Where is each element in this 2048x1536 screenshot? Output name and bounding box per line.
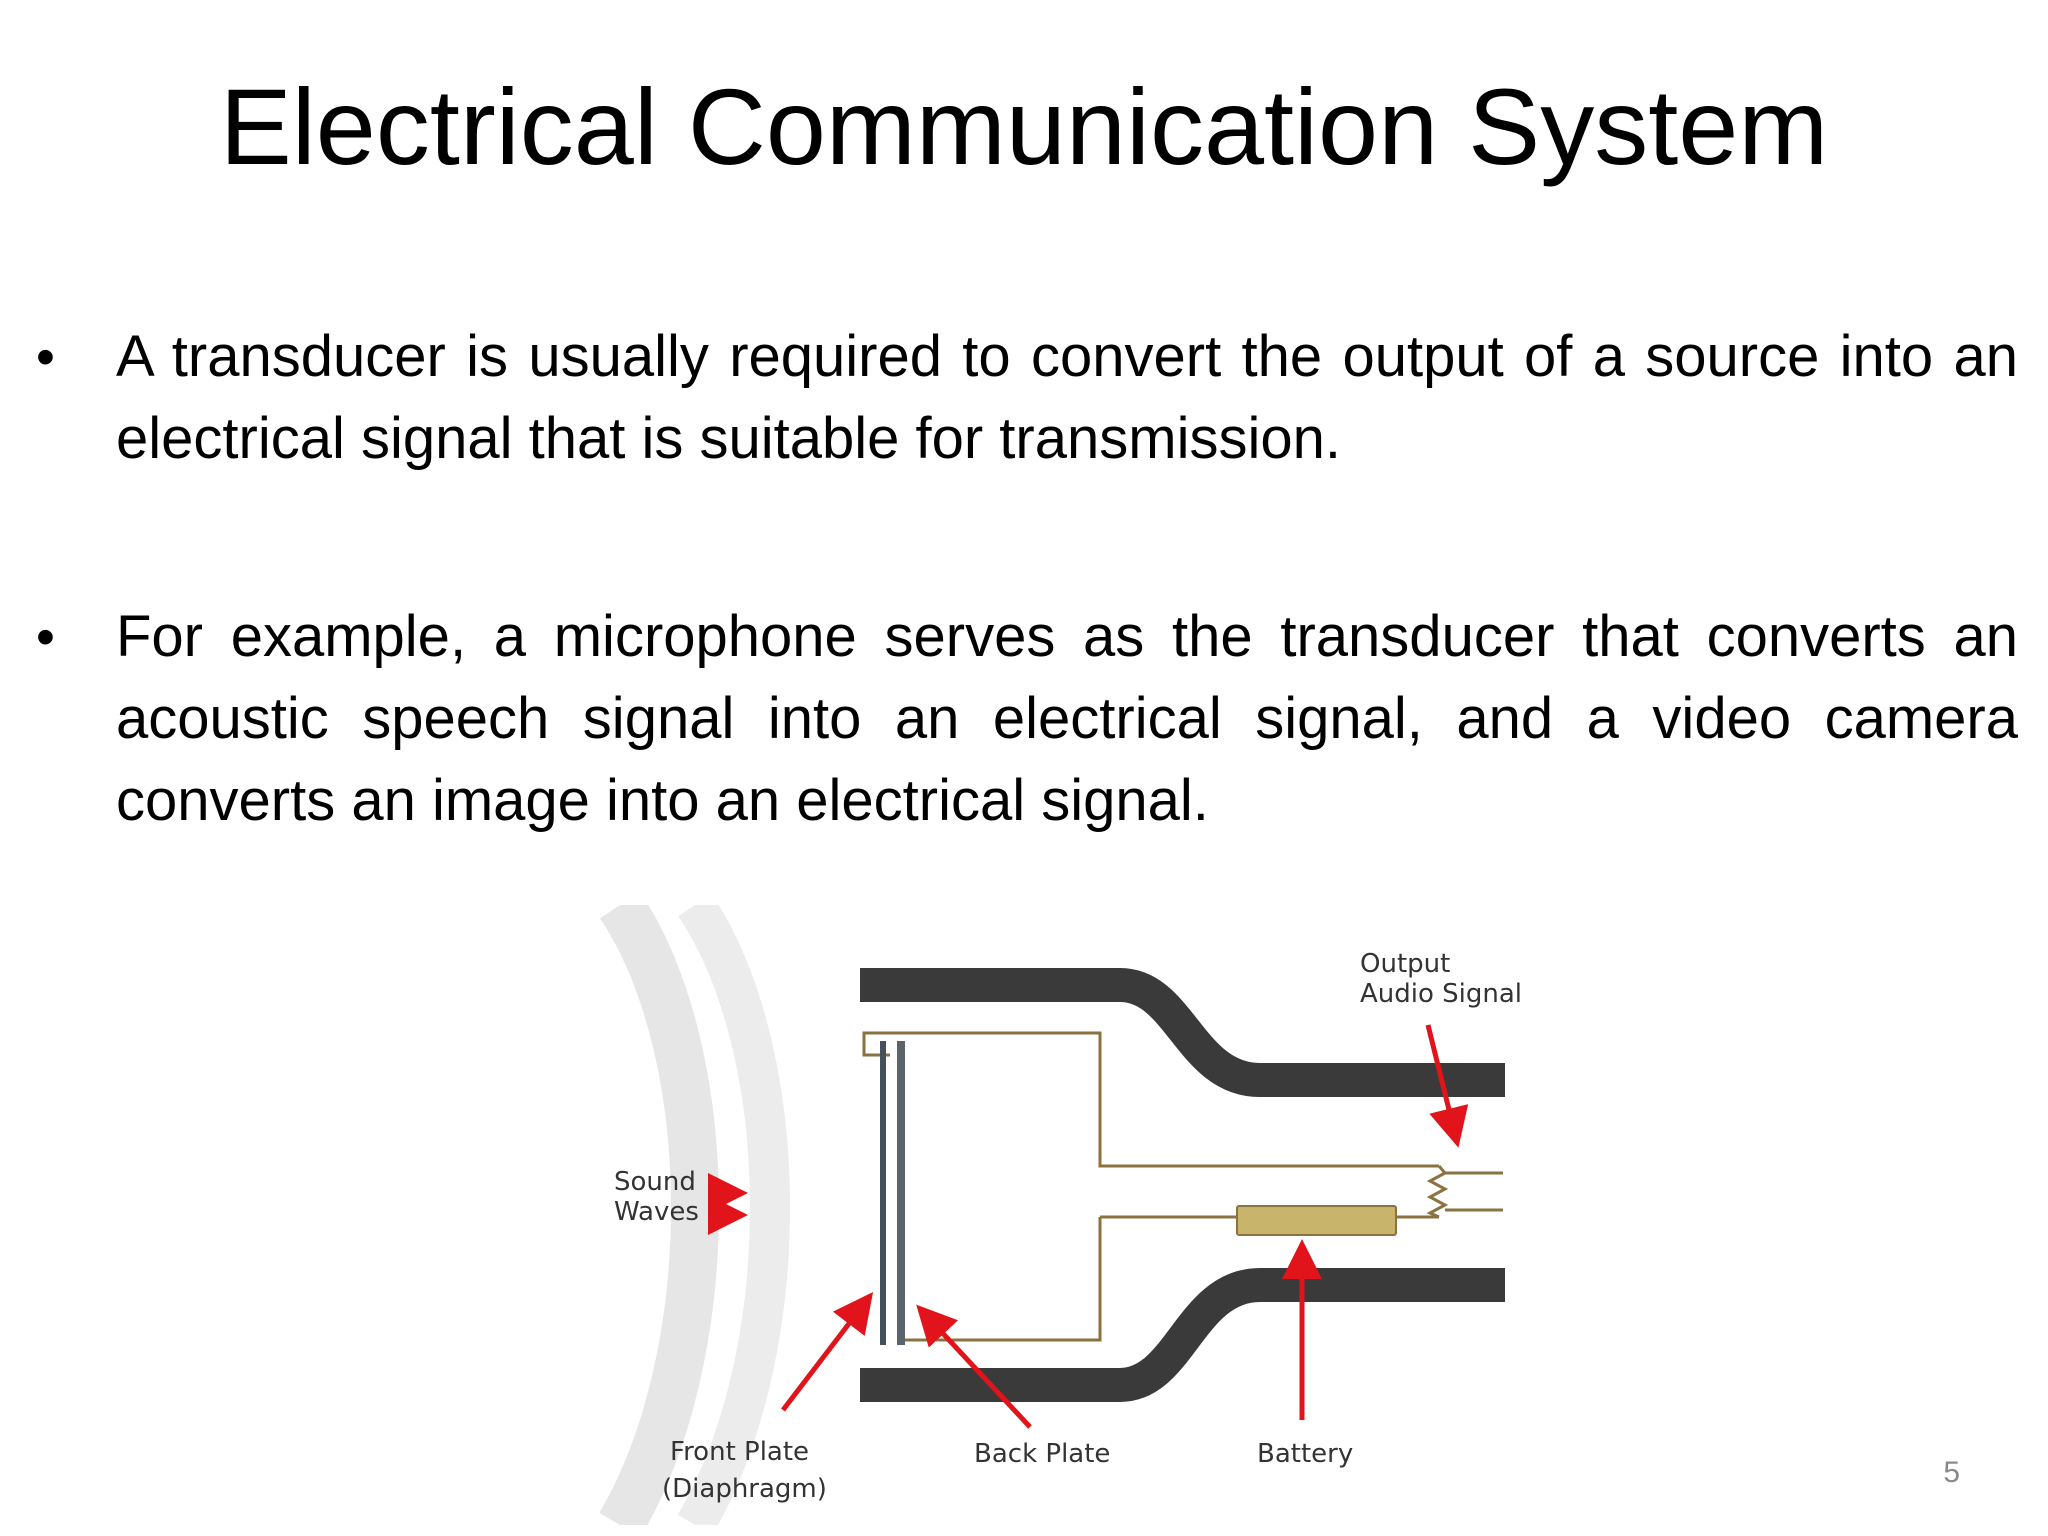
sound-wave-arc <box>600 905 719 1525</box>
back-plate <box>897 1041 905 1345</box>
wire <box>902 1217 1102 1342</box>
bullet-marker: • <box>36 327 55 387</box>
output-label: Output <box>1360 949 1450 979</box>
pointer-arrows <box>708 1024 1469 1429</box>
wire <box>862 1031 890 1057</box>
bullet-item-example: • For example, a microphone serves as th… <box>36 596 2018 842</box>
bullet-text: A transducer is usually required to conv… <box>116 324 2018 471</box>
front-plate-label: Front Plate <box>670 1437 809 1467</box>
wire <box>890 1031 1439 1168</box>
resistor <box>1426 1165 1449 1219</box>
battery <box>1236 1205 1397 1236</box>
front-plate-label: (Diaphragm) <box>662 1474 827 1504</box>
sound-wave-arcs <box>600 905 790 1525</box>
back-plate-label: Back Plate <box>974 1439 1110 1469</box>
front-plate <box>880 1041 886 1345</box>
bullet-text: For example, a microphone serves as the … <box>116 604 2018 833</box>
bullet-marker: • <box>36 607 55 667</box>
back-plate-arrow <box>916 1304 1032 1429</box>
microphone-diagram-svg: Output Audio Signal Sound Waves Front Pl… <box>600 905 1520 1525</box>
battery-label: Battery <box>1257 1439 1353 1469</box>
output-arrow <box>1425 1024 1469 1148</box>
housing-top <box>860 968 1505 1097</box>
bullet-list: • A transducer is usually required to co… <box>36 316 2018 842</box>
bullet-item-transducer: • A transducer is usually required to co… <box>36 316 2018 480</box>
slide-title: Electrical Communication System <box>219 66 1829 187</box>
sound-waves-label: Sound <box>614 1167 696 1197</box>
output-label: Audio Signal <box>1360 979 1520 1009</box>
microphone-diagram: Output Audio Signal Sound Waves Front Pl… <box>600 905 1520 1525</box>
housing-bottom <box>860 1268 1505 1402</box>
page-number: 5 <box>1943 1456 1960 1489</box>
sound-wave-arc <box>677 905 790 1525</box>
circuit-wires <box>862 1031 1503 1342</box>
sound-waves-label: Waves <box>614 1197 699 1227</box>
front-plate-arrow <box>781 1292 874 1412</box>
